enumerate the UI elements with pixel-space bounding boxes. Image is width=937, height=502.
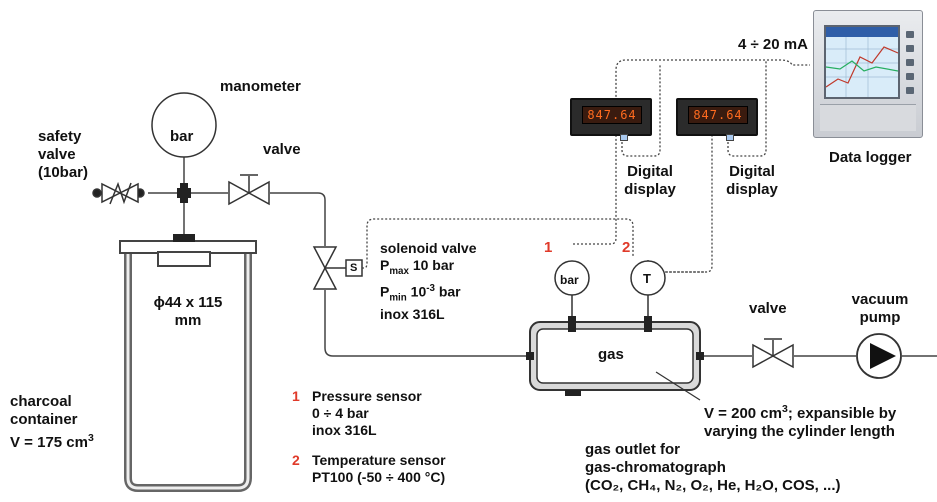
solenoid-valve-label: solenoid valve Pmax 10 bar Pmin 10-3 bar… — [380, 240, 477, 323]
vacuum-pump-symbol — [856, 333, 902, 379]
tee-fitting — [177, 183, 191, 203]
pressure-sensor-symbol: bar — [560, 273, 579, 287]
digital-display-1-label: Digital display — [624, 163, 676, 198]
container-size-label: ϕ44 x 115 mm — [153, 294, 223, 329]
manometer-unit-label: bar — [170, 128, 194, 145]
current-signal-label: 4 ÷ 20 mA — [738, 36, 808, 53]
digital-display-2-label: Digital display — [726, 163, 778, 198]
gas-label: gas — [598, 346, 624, 363]
data-logger-panel — [820, 104, 916, 131]
right-valve-label: valve — [749, 300, 787, 317]
display-1-reading: 847.64 — [582, 106, 642, 124]
legend-item-1: 1 Pressure sensor 0 ÷ 4 bar inox 316L — [292, 388, 422, 438]
display-2-reading: 847.64 — [688, 106, 748, 124]
legend-number-2: 2 — [292, 452, 300, 468]
data-logger-screen — [824, 25, 900, 99]
solenoid-valve-symbol — [312, 246, 363, 290]
digital-display-2: 847.64 — [676, 98, 758, 141]
temperature-sensor-symbol: T — [643, 271, 651, 286]
gas-pointer — [655, 371, 701, 401]
manometer-gauge — [151, 92, 217, 158]
top-valve-label: valve — [263, 141, 301, 158]
right-valve-symbol — [752, 338, 794, 369]
gas-cylinder — [526, 292, 704, 396]
solenoid-symbol-s: S — [350, 262, 358, 274]
safety-valve-symbol — [92, 181, 145, 205]
digital-display-1: 847.64 — [570, 98, 652, 141]
data-logger-label: Data logger — [829, 149, 912, 166]
data-logger-device — [813, 10, 923, 138]
pressure-sensor — [554, 260, 590, 296]
charcoal-container — [119, 234, 257, 492]
safety-valve-label: safety valve (10bar) — [38, 128, 89, 181]
legend-number-1: 1 — [292, 388, 300, 404]
legend-item-2: 2 Temperature sensor PT100 (-50 ÷ 400 °C… — [292, 452, 446, 485]
charcoal-container-label: charcoal container V = 175 cm3 — [10, 393, 94, 451]
sensor-1-number: 1 — [544, 239, 553, 256]
sensor-2-number: 2 — [622, 239, 631, 256]
vacuum-pump-label: vacuum pump — [851, 291, 909, 326]
cylinder-volume-label: V = 200 cm3; expansible by varying the c… — [704, 403, 897, 440]
manometer-label: manometer — [220, 78, 301, 95]
top-valve-symbol — [228, 174, 270, 206]
gas-outlet-label: gas outlet for gas-chromatograph (CO₂, C… — [585, 441, 841, 494]
temperature-sensor — [630, 260, 666, 296]
